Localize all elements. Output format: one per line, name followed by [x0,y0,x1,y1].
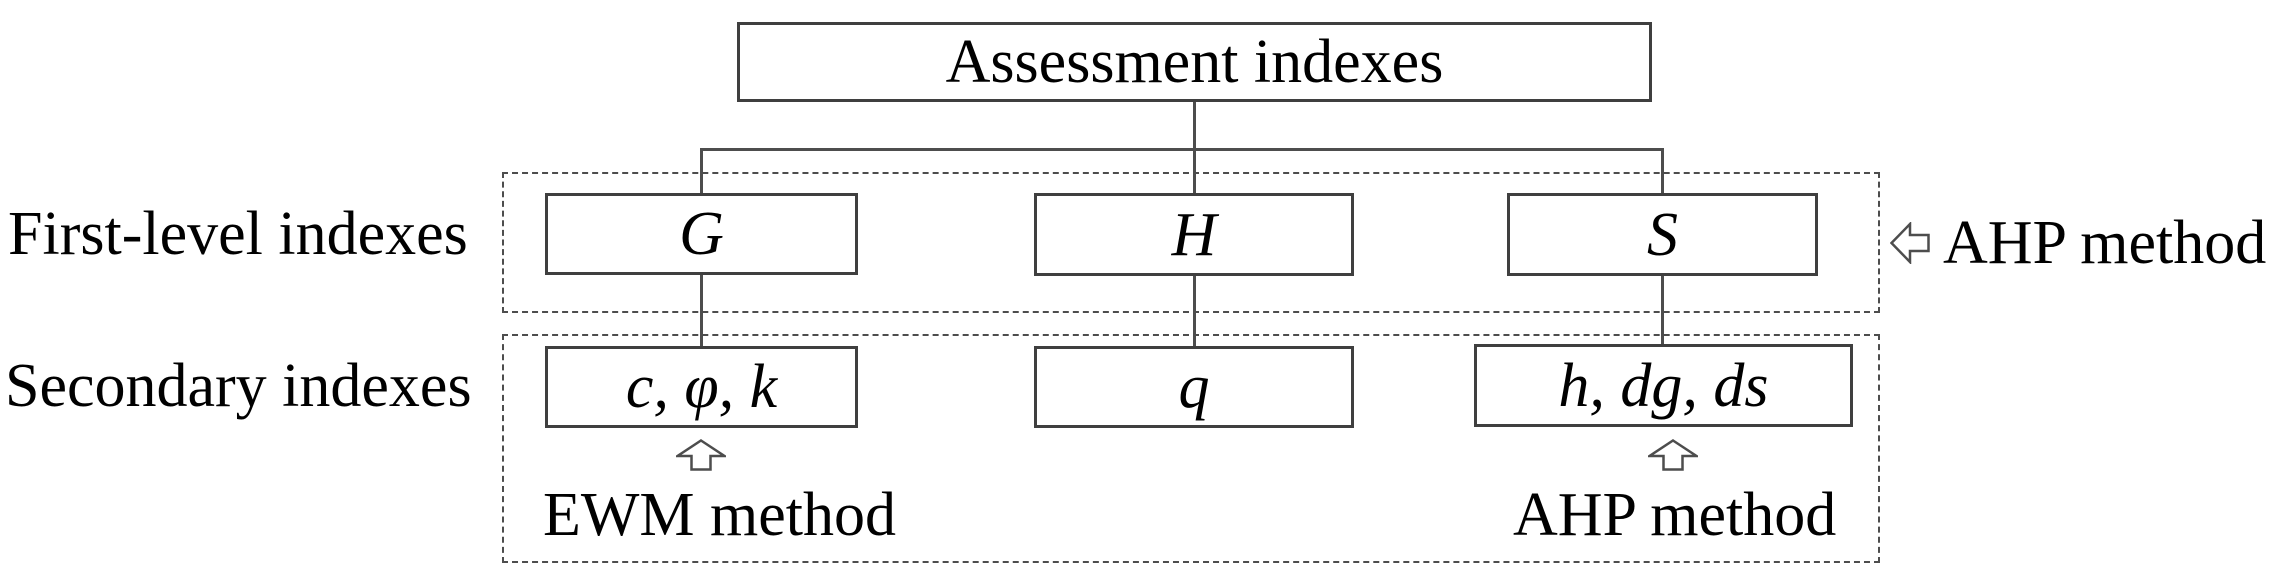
node-h-box: H [1034,193,1354,276]
first-level-group-border [502,172,1880,313]
connector-g-to-cfk [700,275,703,346]
node-g-box: G [545,193,858,275]
node-s-label: S [1647,200,1678,269]
node-hdgds-box: h, dg, ds [1474,344,1853,427]
row-label-secondary: Secondary indexes [5,352,472,420]
ahp-up-arrow-icon [1648,439,1698,471]
node-h-label: H [1171,200,1217,269]
node-hdgds-label: h, dg, ds [1558,351,1769,420]
ahp-method-bottom-label: AHP method [1513,481,1837,549]
connector-root-drop [1193,102,1196,193]
node-s-box: S [1507,193,1818,276]
secondary-group-border [502,334,1880,563]
assessment-indexes-box: Assessment indexes [737,22,1652,102]
connector-s-to-hdgds [1661,276,1664,344]
node-g-label: G [679,200,724,268]
node-cfk-box: c, φ, k [545,346,858,428]
row-label-first-level: First-level indexes [8,200,468,268]
ewm-up-arrow-icon [676,439,726,471]
connector-drop-s [1661,148,1664,193]
node-q-box: q [1034,346,1354,428]
ahp-method-right-label: AHP method [1943,209,2267,277]
assessment-indexes-label: Assessment indexes [945,28,1444,96]
connector-drop-g [700,148,703,193]
node-cfk-label: c, φ, k [625,353,778,421]
connector-horizontal [700,148,1663,151]
node-q-label: q [1178,353,1210,421]
ewm-method-label: EWM method [543,481,896,549]
ahp-left-arrow-icon [1890,222,1930,264]
